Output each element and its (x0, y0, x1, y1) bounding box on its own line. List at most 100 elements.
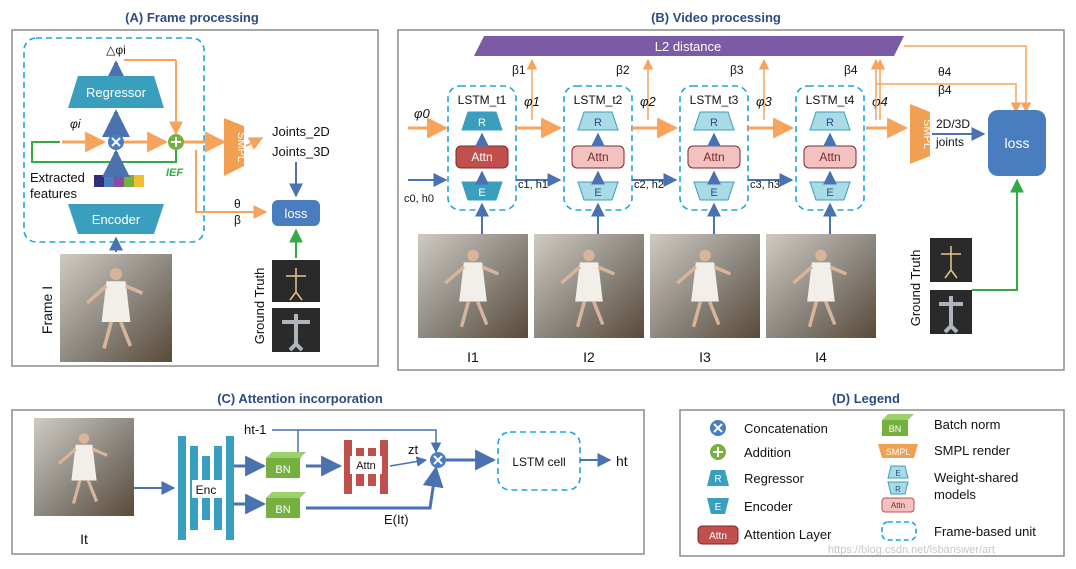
legend-addition-icon-mark (713, 447, 723, 457)
frame-index-label: I4 (815, 349, 827, 365)
phi3-label: φ3 (756, 94, 772, 109)
encoder-label: E (478, 187, 485, 199)
section-b-title: (B) Video processing (651, 10, 781, 25)
l2-to-loss-arrow (904, 45, 1032, 114)
features-label: features (30, 186, 77, 201)
legend-batchnorm-label: Batch norm (934, 417, 1000, 432)
attn-block-c: Attn (344, 440, 388, 494)
bn1-top (266, 452, 306, 458)
smpl-label-a: SMPL (235, 132, 247, 162)
legend-attention-label: Attention Layer (744, 527, 832, 542)
legend-regressor-icon (707, 470, 729, 486)
panel-c: (C) Attention incorporation It Enc ht-1 … (11, 391, 645, 555)
addition-icon-mark (171, 137, 181, 147)
encoder-label: Encoder (92, 212, 141, 227)
legend-weight-shared-icon: E R Attn (881, 465, 915, 513)
bn2-top (266, 492, 306, 498)
eit-label: E(It) (384, 512, 409, 527)
legend-frame-unit-icon (881, 521, 917, 541)
bn-block-2: BN (266, 492, 306, 518)
attn-label: Attn (819, 150, 840, 164)
beta2-label: β2 (616, 63, 630, 77)
smpl-block-a (224, 118, 244, 176)
feature-cell (134, 175, 144, 187)
regressor-block (693, 111, 735, 131)
legend-attn-icon (697, 525, 739, 545)
lstm-label: LSTM_t1 (458, 93, 507, 107)
zt-label: zt (408, 442, 419, 457)
ht-label: ht (616, 453, 628, 469)
loss-block-a (272, 200, 320, 226)
smpl-to-joints-arrow (245, 137, 264, 150)
section-a-title: (A) Frame processing (125, 10, 259, 25)
bn-block-1: BN (266, 452, 306, 478)
bn2-front (266, 498, 300, 518)
legend-concat-label: Concatenation (744, 421, 828, 436)
legend-concat-icon-mark (713, 423, 723, 433)
it-label: It (80, 531, 88, 547)
c3h3-label: c3, h3 (750, 179, 780, 191)
loss-label-b: loss (1005, 135, 1030, 151)
frame-image-c (34, 418, 134, 516)
extracted-label: Extracted (30, 170, 85, 185)
legend-ws-attn (881, 497, 915, 513)
loss-block-b (988, 110, 1046, 176)
attn-label: Attn (703, 150, 724, 164)
regressor-label: R (710, 117, 718, 129)
ground-truth-label-b: Ground Truth (908, 250, 923, 327)
legend-smpl-render-label: SMPL render (934, 443, 1011, 458)
legend-encoder-icon (707, 498, 729, 514)
bn1-label: BN (275, 464, 290, 476)
joints-line2: joints (935, 135, 964, 149)
regressor-label: R (826, 117, 834, 129)
frame-index-label: I1 (467, 349, 479, 365)
ht-1-to-concat-arrow (298, 429, 442, 454)
feature-cell (114, 175, 124, 187)
attn-layer (344, 440, 352, 494)
theta4-to-loss-arrow (876, 83, 1022, 114)
frame-image-a (60, 254, 172, 362)
attn-label-c: Attn (356, 460, 376, 472)
joints-3d-label: Joints_3D (272, 144, 330, 159)
legend-ws-attn-label: Attn (891, 501, 905, 510)
gt-to-loss-b-arrow (972, 178, 1024, 291)
regressor-block (68, 76, 164, 108)
gt-skeleton-figure (286, 268, 306, 301)
beta4-label: β4 (844, 63, 858, 77)
gt-mesh-figure-b (939, 296, 963, 334)
phi0-label: φ0 (414, 106, 430, 121)
panel-d: (D) Legend Concatenation Addition R Regr… (679, 391, 1065, 557)
encoder-label: E (826, 187, 833, 199)
gt-skeleton-figure-b (941, 246, 961, 279)
ground-truth-label-a: Ground Truth (252, 268, 267, 345)
feature-cell (124, 175, 134, 187)
phi1-label: φ1 (524, 94, 540, 109)
legend-bn-icon-label: BN (889, 424, 902, 434)
section-d-title: (D) Legend (832, 391, 900, 406)
joints-line1: 2D/3D (936, 117, 970, 131)
attn-layer (380, 440, 388, 494)
legend-ws-line2: models (934, 487, 976, 502)
regressor-label: Regressor (86, 85, 147, 100)
attn-label-bg (350, 456, 382, 474)
regressor-block (809, 111, 851, 131)
lstm-units: LSTM_t1RAttnEI1LSTM_t2RAttnEI2LSTM_t3RAt… (418, 58, 886, 365)
frame-label: Frame I (39, 286, 55, 334)
c0h0-label: c0, h0 (404, 193, 434, 205)
legend-smpl-icon (878, 444, 918, 458)
gt-mesh-figure (282, 314, 310, 352)
legend-encoder-icon-label: E (715, 502, 722, 513)
bn1-front (266, 458, 300, 478)
regressor-block (461, 111, 503, 131)
encoder-label: E (594, 187, 601, 199)
legend-ws-e (887, 465, 909, 479)
encoder-block (68, 204, 164, 234)
panel-c-border (11, 409, 645, 555)
loss-label-a: loss (284, 206, 308, 221)
phi2-label: φ2 (640, 94, 656, 109)
ief-label: IEF (166, 167, 183, 179)
